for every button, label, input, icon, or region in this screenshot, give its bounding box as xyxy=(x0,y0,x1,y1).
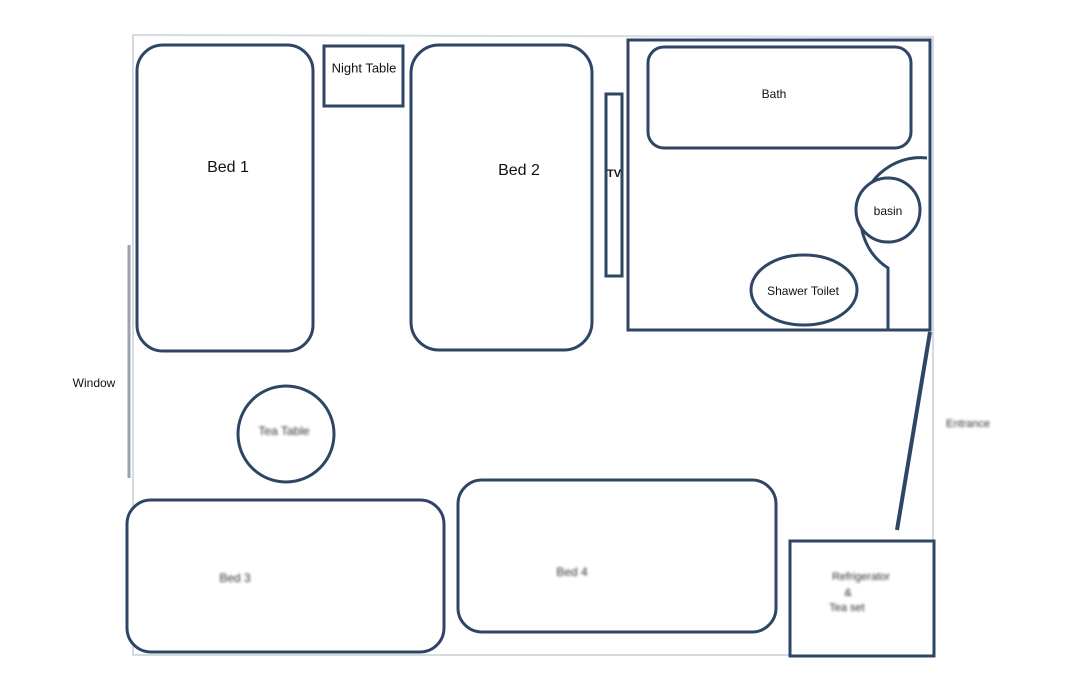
bathroom-wall xyxy=(626,38,932,332)
refrigerator-label: Refrigerator xyxy=(831,571,891,583)
bed-4 xyxy=(456,478,778,634)
bed-3-label: Bed 3 xyxy=(219,571,251,585)
night-table-label: Night Table xyxy=(331,60,397,76)
tv xyxy=(604,92,624,278)
refrigerator-tea-set xyxy=(788,539,936,658)
entrance-label: Entrance xyxy=(945,418,991,430)
night-table xyxy=(322,44,405,108)
entrance-door xyxy=(895,331,932,531)
bed-1 xyxy=(135,43,315,353)
bath-tub xyxy=(646,45,913,150)
bed-1-label: Bed 1 xyxy=(207,159,249,176)
basin-label: basin xyxy=(873,204,903,218)
bed-2 xyxy=(409,43,594,352)
shower-toilet-label: Shawer Toilet xyxy=(767,284,839,298)
window-label: Window xyxy=(72,376,116,390)
tea-table-label: Tea Table xyxy=(258,424,310,438)
tv-label: TV xyxy=(606,168,622,180)
bed-2-label: Bed 2 xyxy=(498,162,540,179)
shower-toilet xyxy=(749,253,859,327)
tea-set-label: Tea set xyxy=(829,602,865,614)
basin xyxy=(854,176,922,244)
bath-label: Bath xyxy=(761,87,787,101)
refrigerator-amp-label: & xyxy=(844,587,852,599)
bed-3 xyxy=(125,498,446,654)
tea-table xyxy=(236,384,336,484)
bed-4-label: Bed 4 xyxy=(556,565,588,579)
